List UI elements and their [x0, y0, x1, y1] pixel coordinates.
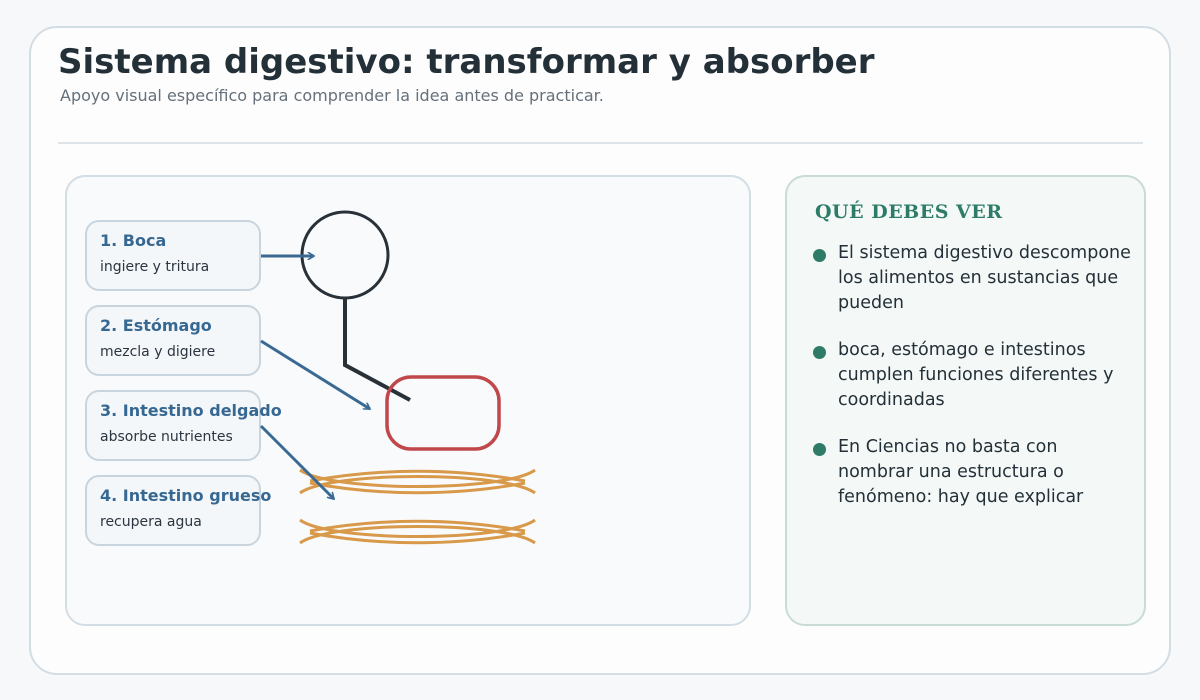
- large-intestine-shape: [299, 518, 536, 545]
- bullet-dot: [813, 249, 826, 262]
- step-card-mouth: [85, 220, 261, 291]
- step-title-stomach: 2. Estómago: [100, 316, 212, 335]
- page-title: Sistema digestivo: transformar y absorbe…: [58, 42, 875, 82]
- small-intestine-shape: [299, 468, 536, 495]
- step-title-mouth: 1. Boca: [100, 231, 167, 250]
- step-card-stomach: [85, 305, 261, 376]
- bullet-dot: [813, 443, 826, 456]
- key-point-3: En Ciencias no basta con nombrar una est…: [838, 437, 1084, 507]
- key-points-heading: QUÉ DEBES VER: [815, 201, 1003, 223]
- esophagus-shape: [343, 298, 411, 402]
- step-card-large-intestine: [85, 475, 261, 546]
- step-desc-small-intestine: absorbe nutrientes: [100, 429, 233, 445]
- step-desc-stomach: mezcla y digiere: [100, 344, 216, 360]
- mouth-shape: [300, 210, 390, 300]
- header-divider: [58, 142, 1143, 144]
- step-card-small-intestine: [85, 390, 261, 461]
- step-desc-large-intestine: recupera agua: [100, 514, 202, 530]
- stomach-shape: [385, 375, 501, 451]
- bullet-dot: [813, 346, 826, 359]
- arrow-small-intestine: [259, 424, 334, 499]
- page-subtitle: Apoyo visual específico para comprender …: [60, 86, 604, 105]
- key-point-2: boca, estómago e intestinos cumplen func…: [838, 340, 1114, 410]
- arrow-stomach: [260, 339, 370, 411]
- step-desc-mouth: ingiere y tritura: [100, 259, 210, 275]
- step-title-small-intestine: 3. Intestino delgado: [100, 401, 282, 420]
- key-point-1: El sistema digestivo descompone los alim…: [838, 243, 1131, 313]
- step-title-large-intestine: 4. Intestino grueso: [100, 486, 272, 505]
- key-points-panel: [785, 175, 1146, 626]
